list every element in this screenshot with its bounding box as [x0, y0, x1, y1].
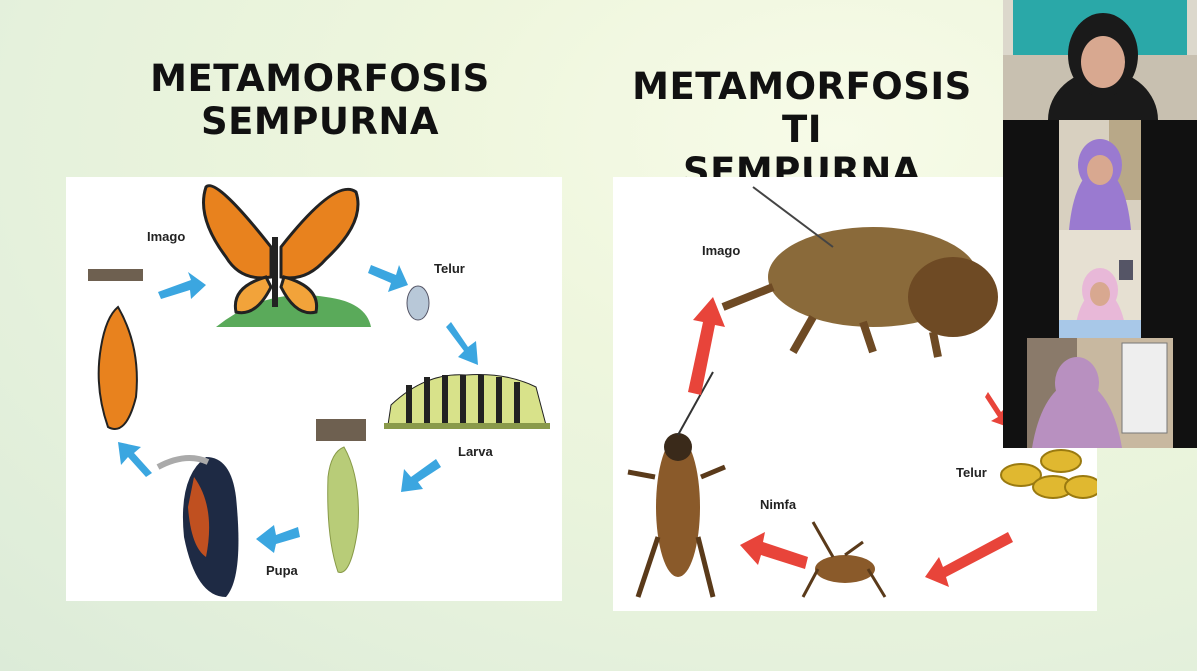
cricket-small-icon [628, 372, 725, 597]
label-imago: Imago [147, 229, 185, 244]
label-nimfa: Nimfa [760, 497, 796, 512]
pupa-emerging-icon [158, 457, 238, 597]
butterfly-icon [204, 186, 359, 313]
participant-video-tile[interactable] [1059, 120, 1141, 230]
label-pupa: Pupa [266, 563, 298, 578]
participant-video-tile[interactable] [1027, 338, 1173, 448]
label-telur: Telur [434, 261, 465, 276]
eggs-icon [1001, 450, 1097, 498]
branch-shape-left [88, 269, 143, 281]
egg-icon [407, 286, 429, 320]
label-larva: Larva [458, 444, 493, 459]
chrysalis-icon [328, 447, 359, 572]
title-complete-metamorphosis: METAMORFOSIS SEMPURNA [110, 58, 530, 143]
lifecycle-arrows-red [688, 297, 1013, 587]
butterfly-lifecycle-diagram: Imago Telur Larva Pupa [66, 177, 562, 601]
title-incomplete-metamorphosis: METAMORFOSIS TI SEMPURNA [612, 66, 992, 194]
nymph-icon [803, 522, 885, 597]
participant-video-tile[interactable] [1059, 230, 1141, 340]
label-telur-right: Telur [956, 465, 987, 480]
participant-video-strip [1003, 0, 1197, 448]
label-imago-right: Imago [702, 243, 740, 258]
caterpillar-icon [384, 375, 550, 430]
branch-shape [316, 419, 366, 441]
participant-video-tile[interactable] [1003, 0, 1197, 120]
hanging-butterfly-icon [99, 307, 137, 429]
cricket-adult-icon [723, 187, 998, 357]
